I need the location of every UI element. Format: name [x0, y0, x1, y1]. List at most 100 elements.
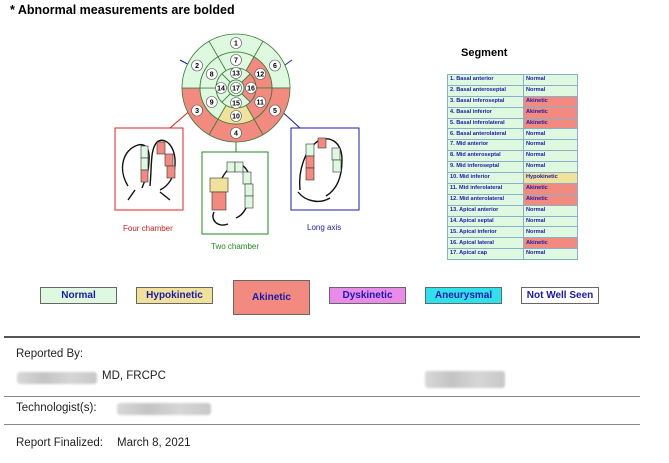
- segment-number-badge: [230, 54, 242, 66]
- segment-name: 7. Mid anterior: [447, 139, 524, 152]
- segment-number: 14: [217, 86, 225, 93]
- segment-number-badge: [269, 59, 281, 72]
- segment-status: Normal: [523, 128, 578, 141]
- segment-status: Normal: [523, 84, 578, 97]
- segment-name: 12. Mid anterolateral: [447, 193, 524, 206]
- segment-number-badge: [191, 104, 203, 117]
- segment-number-badge: [215, 82, 227, 94]
- segment-number: 1: [234, 41, 238, 48]
- segment-number: 7: [234, 58, 238, 65]
- abnormal-note: * Abnormal measurements are bolded: [10, 3, 235, 17]
- long-axis-segments: [305, 137, 342, 181]
- legend-normal: Normal: [40, 287, 117, 304]
- legend-label: Hypokinetic: [146, 290, 203, 301]
- segment-name: 13. Apical anterior: [447, 204, 524, 217]
- redacted-signature: [425, 371, 505, 388]
- segment-status: Akinetic: [523, 95, 578, 108]
- divider: [4, 336, 640, 338]
- segment-name: 6. Basal anterolateral: [447, 128, 524, 141]
- legend-akinetic: Akinetic: [233, 280, 310, 315]
- segment-status: Normal: [523, 226, 578, 239]
- segment-number-badge: [230, 67, 242, 79]
- segment-name: 15. Apical inferior: [447, 226, 524, 239]
- segment-number-badge: [230, 127, 242, 139]
- segment-number-badge: [230, 82, 242, 94]
- segment-number: 4: [234, 131, 238, 138]
- legend-label: Normal: [61, 290, 96, 301]
- legend-label: Dyskinetic: [342, 290, 393, 301]
- segment-status: Akinetic: [523, 106, 578, 119]
- segment-number: 2: [195, 63, 199, 70]
- segment-table-title: Segment: [461, 47, 508, 59]
- segment-number-badge: [230, 110, 242, 122]
- segment-number: 3: [195, 108, 199, 115]
- segment-number: 10: [232, 114, 240, 121]
- two-chamber-label: Two chamber: [211, 242, 260, 251]
- segment-number: 9: [210, 100, 214, 107]
- segment-status: Normal: [523, 150, 578, 163]
- segment-status: Normal: [523, 161, 578, 174]
- segment-status: Hypokinetic: [523, 172, 578, 184]
- segment-name: 8. Mid anteroseptal: [447, 150, 524, 163]
- segment-number: 8: [210, 72, 214, 79]
- two-chamber-segments: [209, 161, 254, 211]
- redacted-technologist-name: [117, 403, 211, 415]
- long-axis-label: Long axis: [307, 223, 342, 232]
- reported-by-label: Reported By:: [16, 348, 84, 360]
- legend-not-well-seen: Not Well Seen: [521, 287, 599, 304]
- segment-status: Normal: [523, 139, 578, 152]
- segment-name: 16. Apical lateral: [447, 237, 524, 250]
- divider: [4, 424, 640, 425]
- segment-name: 11. Mid inferolateral: [447, 182, 524, 195]
- legend-label: Aneurysmal: [434, 290, 493, 301]
- segment-number-badge: [269, 104, 281, 117]
- segment-number: 11: [257, 100, 265, 107]
- segment-status: Akinetic: [523, 117, 578, 130]
- legend-label: Akinetic: [252, 292, 291, 303]
- technologist-label: Technologist(s):: [16, 402, 97, 414]
- segment-status: Akinetic: [523, 182, 578, 195]
- report-finalized-date: March 8, 2021: [117, 437, 191, 449]
- segment-number-badge: [230, 97, 242, 109]
- segment-status: Normal: [523, 215, 578, 228]
- four-chamber-label: Four chamber: [123, 224, 173, 233]
- segment-status: Normal: [523, 204, 578, 217]
- segment-number: 16: [247, 86, 255, 93]
- report-finalized-label: Report Finalized:: [16, 437, 103, 449]
- segment-number: 13: [232, 71, 240, 78]
- redacted-physician-name: [17, 372, 97, 384]
- legend-aneurysmal: Aneurysmal: [425, 287, 502, 304]
- segment-name: 4. Basal inferior: [447, 106, 524, 119]
- segment-number-badge: [205, 68, 218, 80]
- segment-status: Akinetic: [523, 237, 578, 250]
- segment-name: 9. Mid inferoseptal: [447, 161, 524, 174]
- segment-number-badge: [245, 82, 257, 94]
- segment-number-badge: [254, 96, 267, 108]
- long-axis-heart: [297, 138, 343, 203]
- four-chamber-segments: [140, 141, 176, 183]
- divider: [4, 396, 640, 397]
- segment-name: 10. Mid inferior: [447, 172, 524, 184]
- segment-status: Normal: [523, 74, 578, 86]
- legend-hypokinetic: Hypokinetic: [136, 287, 213, 304]
- segment-status: Normal: [523, 248, 578, 261]
